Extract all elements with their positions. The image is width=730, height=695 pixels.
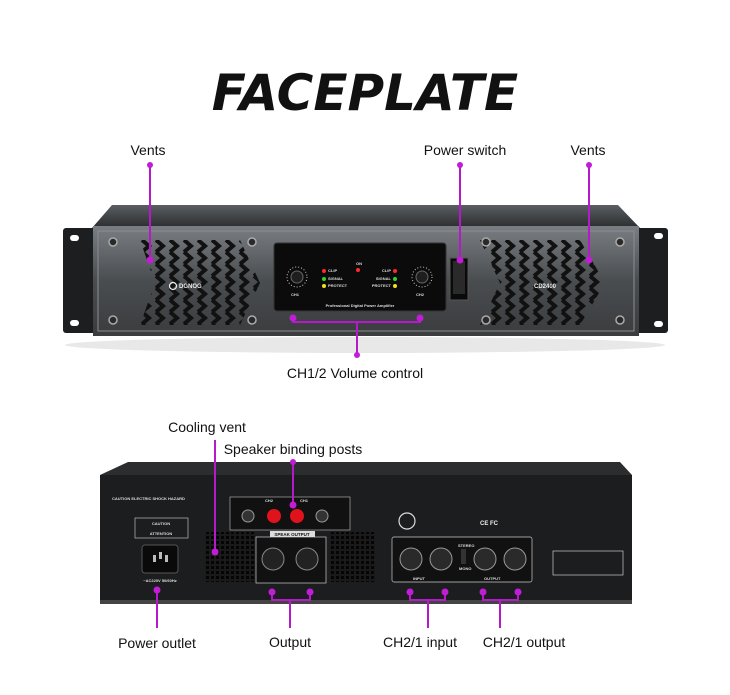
- power-switch[interactable]: [449, 257, 469, 301]
- svg-text:SIGNAL: SIGNAL: [376, 276, 392, 281]
- ch1-volume-knob[interactable]: [286, 266, 308, 288]
- signal-led-ch2: [393, 277, 397, 281]
- xlr-output-ch2[interactable]: [473, 547, 497, 571]
- svg-text:MONO: MONO: [459, 566, 471, 571]
- cooling-vent-right: [330, 532, 375, 582]
- control-panel: [273, 242, 447, 312]
- label-power-outlet: Power outlet: [118, 635, 196, 651]
- svg-text:STEREO: STEREO: [458, 543, 474, 548]
- svg-text:SPEAK OUTPUT: SPEAK OUTPUT: [274, 532, 310, 537]
- vents-right: [480, 240, 605, 325]
- ch2-volume-knob[interactable]: [411, 266, 433, 288]
- stereo-mono-switch[interactable]: [461, 549, 466, 564]
- svg-text:CH2: CH2: [265, 498, 274, 503]
- xlr-input-ch2[interactable]: [399, 547, 423, 571]
- svg-text:SIGNAL: SIGNAL: [328, 276, 344, 281]
- svg-text:INPUT: INPUT: [413, 576, 426, 581]
- panel-text: Professional Digital Power Amplifier: [326, 303, 395, 308]
- speakon-ch2[interactable]: [261, 547, 285, 571]
- brand-logo-icon: [168, 281, 178, 291]
- brand-logo: DGNOG: [179, 284, 202, 290]
- rear-amplifier: CAUTION ELECTRIC SHOCK HAZARD CAUTION AT…: [100, 462, 632, 604]
- label-cooling-vent: Cooling vent: [168, 419, 246, 435]
- label-line-output: CH2/1 output: [483, 634, 566, 650]
- svg-text:CAUTION: CAUTION: [152, 521, 170, 526]
- xlr-output-ch1[interactable]: [503, 547, 527, 571]
- svg-text:CLIP: CLIP: [382, 268, 391, 273]
- rack-ear-right: [632, 228, 668, 333]
- label-power-switch: Power switch: [424, 142, 506, 158]
- label-vents-right: Vents: [570, 142, 605, 158]
- caution-text: CAUTION ELECTRIC SHOCK HAZARD: [112, 496, 185, 501]
- clip-led-ch2: [393, 269, 397, 273]
- ch2-label: CH2: [416, 292, 425, 297]
- model-number: CD2400: [534, 284, 557, 290]
- signal-led-ch1: [322, 277, 326, 281]
- page-title: FACEPLATE: [212, 64, 518, 122]
- label-input: CH2/1 input: [383, 634, 457, 650]
- power-rating: ~AC220V 50/60Hz: [143, 578, 176, 583]
- certification-marks: CE FC: [480, 521, 499, 527]
- cooling-vent-left: [205, 532, 255, 582]
- label-speaker-posts: Speaker binding posts: [224, 441, 363, 457]
- ch1-label: CH1: [291, 292, 300, 297]
- svg-text:ATTENTION: ATTENTION: [150, 531, 173, 536]
- svg-text:ON: ON: [356, 261, 362, 266]
- svg-text:PROTECT: PROTECT: [372, 283, 392, 288]
- power-inlet[interactable]: [141, 544, 179, 574]
- label-vents-left: Vents: [130, 142, 165, 158]
- clip-led-ch1: [322, 269, 326, 273]
- front-amplifier: DGNOG CD2400 CH1 CH2 CLIP SIGNAL PROTECT C…: [63, 205, 668, 353]
- protect-led-ch1: [322, 284, 326, 288]
- label-output: Output: [269, 634, 311, 650]
- front-annotations: Vents Power switch Vents CH1/2 Volume co…: [130, 142, 605, 381]
- rack-ear-left: [63, 228, 98, 333]
- speakon-ch1[interactable]: [295, 547, 319, 571]
- xlr-input-ch1[interactable]: [429, 547, 453, 571]
- svg-text:PROTECT: PROTECT: [328, 283, 348, 288]
- label-volume-control: CH1/2 Volume control: [287, 365, 423, 381]
- svg-text:CLIP: CLIP: [328, 268, 337, 273]
- power-led: [356, 268, 360, 272]
- svg-text:OUTPUT: OUTPUT: [484, 576, 501, 581]
- svg-text:CH1: CH1: [300, 498, 309, 503]
- rear-annotations: Cooling vent Speaker binding posts Power…: [118, 419, 565, 651]
- vents-left: [140, 240, 260, 325]
- protect-led-ch2: [393, 284, 397, 288]
